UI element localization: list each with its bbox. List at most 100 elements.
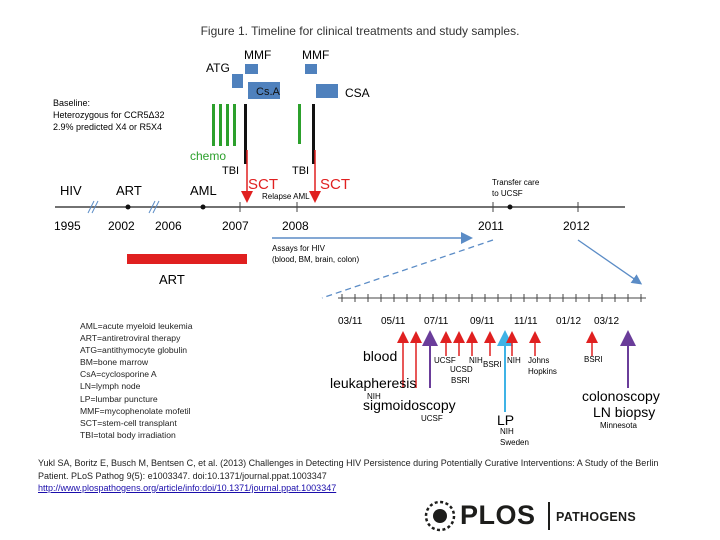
art-bar-label: ART [159,272,185,287]
axis-break-2b [152,200,160,214]
art-bar [127,254,247,264]
plos-logo-icon [424,500,456,532]
legend-item: ART=antiretroviral therapy [80,333,181,344]
axis-break-1b [91,200,99,214]
dot-aml [200,204,206,210]
legend-item: TBI=total body irradiation [80,429,176,440]
abbreviation-legend: AML=acute myeloid leukemia ART=antiretro… [80,320,193,441]
chemo-line-2 [219,104,222,146]
plos-pathogens-logo: PLOS PATHOGENS [420,496,660,536]
chemo-line-1 [212,104,215,146]
csa-block-1 [248,82,280,99]
csa-label-2: CSA [345,86,370,100]
art-event: ART [116,183,142,198]
year-2011: 2011 [478,219,504,233]
baseline-x4: 2.9% predicted X4 or R5X4 [53,122,162,132]
citation-text: Yukl SA, Boritz E, Busch M, Bentsen C, e… [38,458,659,481]
atg-block [232,74,243,88]
date-0311: 03/11 [338,316,363,327]
plos-word: PLOS [460,500,536,530]
assay-line-2: (blood, BM, brain, colon) [272,255,359,264]
johns-label-2: Hopkins [528,367,557,376]
mmf-label-2: MMF [302,48,329,62]
nih-label-1: NIH [469,356,483,365]
johns-label-1: Johns [528,356,549,365]
axis-break-1a [87,200,95,214]
bsri-label-3: BSRI [584,355,603,364]
csa-block-2 [316,84,338,98]
legend-item: LP=lumbar puncture [80,393,158,404]
legend-item: SCT=stem-cell transplant [80,417,177,428]
tbi-line-2 [312,104,315,164]
lp-sub-2: Sweden [500,438,529,447]
year-2007: 2007 [222,219,249,233]
year-2002: 2002 [108,219,135,233]
chemo-line-5 [298,104,301,144]
legend-item: LN=lymph node [80,381,141,392]
sct-label-2: SCT [320,176,350,193]
legend-item: CsA=cyclosporine A [80,369,157,380]
legend-item: AML=acute myeloid leukemia [80,321,193,331]
date-0911: 09/11 [470,316,495,327]
blood-label: blood [363,348,397,364]
date-1111: 11/11 [514,316,538,327]
mmf-block-2 [305,64,317,74]
bsri-label-2: BSRI [483,360,502,369]
figure-title: Figure 1. Timeline for clinical treatmen… [200,24,520,38]
colonoscopy-label: colonoscopy [582,388,660,404]
zoom-line-right [577,239,643,285]
legend-item: MMF=mycophenolate mofetil [80,405,191,416]
year-2006: 2006 [155,219,182,233]
nih-label-2: NIH [507,356,521,365]
citation-link[interactable]: http://www.plospathogens.org/article/inf… [38,483,337,493]
colonoscopy-sub: Minnesota [600,421,637,430]
chemo-label: chemo [190,149,226,163]
citation: Yukl SA, Boritz E, Busch M, Bentsen C, e… [38,457,688,495]
zoom-line-left [321,239,494,299]
year-2012: 2012 [563,219,590,233]
atg-label: ATG [206,61,230,75]
sigmoidoscopy-label: sigmoidoscopy [363,397,456,413]
date-0511: 05/11 [381,316,406,327]
date-0312: 03/12 [594,316,619,327]
journal-name: PATHOGENS [556,510,637,524]
axis-break-2a [148,200,156,214]
logo-separator [548,502,550,530]
baseline-ccr5: Heterozygous for CCR5Δ32 [53,110,165,120]
chemo-line-4 [233,104,236,146]
hiv-event: HIV [60,183,82,198]
year-1995: 1995 [54,219,81,233]
tbi-line-1 [244,104,247,164]
ucsf-label: UCSF [434,356,456,365]
leukapheresis-label: leukapheresis [330,375,416,391]
timeline-figure: Baseline: Heterozygous for CCR5Δ32 2.9% … [53,48,660,447]
dot-transfer [507,204,513,210]
sigmoidoscopy-sub: UCSF [421,414,443,423]
sct-label-1: SCT [248,176,278,193]
relapse-label: Relapse AML [262,192,310,201]
bsri-label-1: BSRI [451,376,470,385]
csa-label-1: Cs.A [256,86,281,98]
date-0112: 01/12 [556,316,581,327]
ucsd-label: UCSD [450,365,473,374]
transfer-line-2: to UCSF [492,189,523,198]
legend-item: ATG=antithymocyte globulin [80,345,188,356]
mmf-block-1 [245,64,258,74]
mmf-label-1: MMF [244,48,271,62]
legend-item: BM=bone marrow [80,357,149,368]
lp-label: LP [497,412,514,428]
lp-sub-1: NIH [500,427,514,436]
tbi-label-2: TBI [292,165,309,177]
baseline-heading: Baseline: [53,98,90,108]
leukapheresis-sub: NIH [367,392,381,401]
date-0711: 07/11 [424,316,449,327]
detail-ticks [341,294,642,302]
year-2008: 2008 [282,219,309,233]
tbi-label-1: TBI [222,165,239,177]
chemo-line-3 [226,104,229,146]
lnbiopsy-label: LN biopsy [593,404,655,420]
aml-event: AML [190,183,217,198]
dot-art [125,204,131,210]
transfer-line-1: Transfer care [492,178,540,187]
assay-line-1: Assays for HIV [272,244,326,253]
